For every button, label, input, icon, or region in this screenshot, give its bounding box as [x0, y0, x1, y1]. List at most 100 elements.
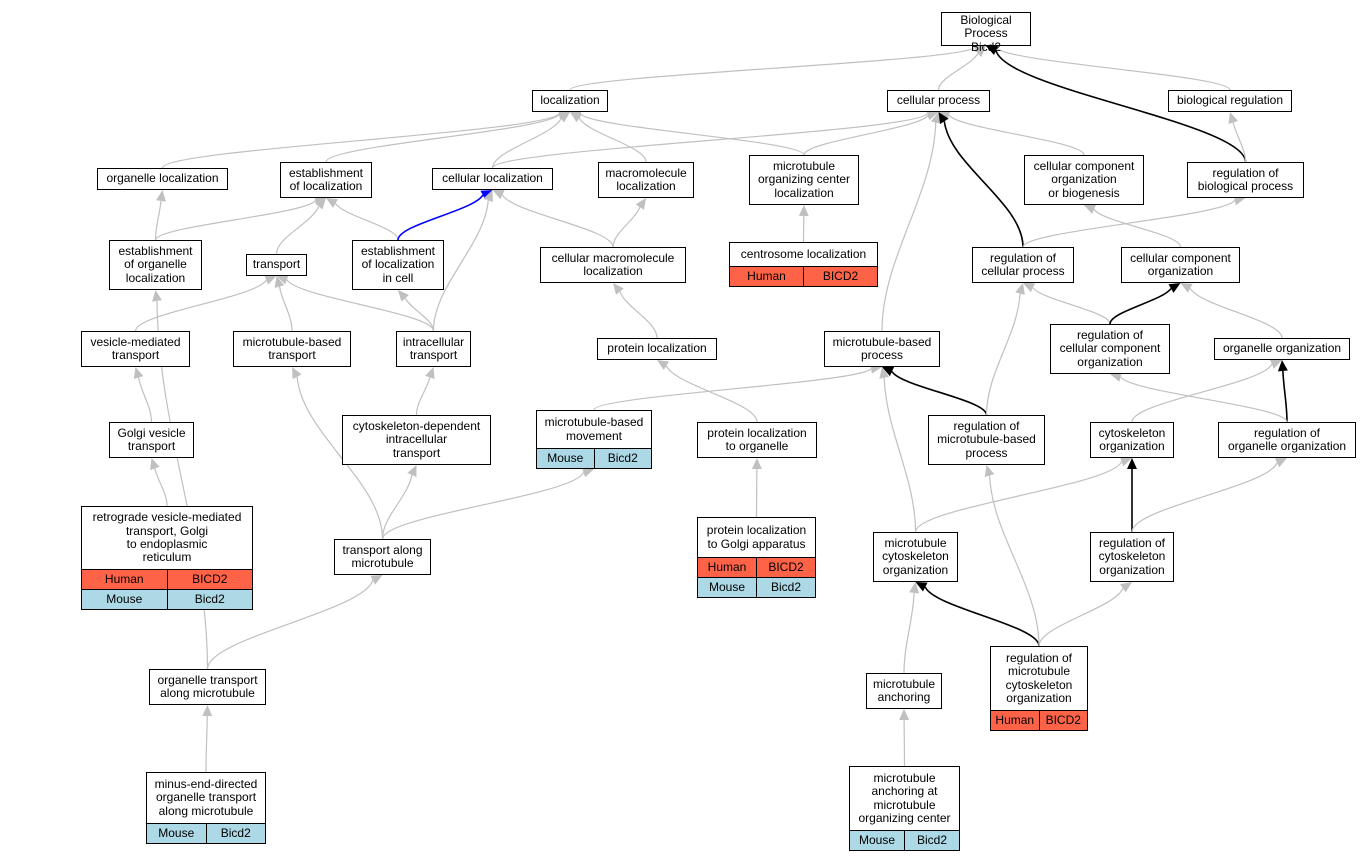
- arrowhead-icon: [276, 274, 289, 285]
- arrowhead-icon: [986, 45, 999, 56]
- arrowhead-icon: [483, 190, 493, 203]
- go-term-cellular-localization[interactable]: cellular localization: [432, 168, 553, 190]
- go-term-regulation-of-organelle-organization[interactable]: regulation of organelle organization: [1218, 422, 1356, 458]
- go-term-label: microtubule-based movement: [544, 415, 644, 443]
- gene-label: BICD2: [803, 267, 877, 286]
- arrowhead-icon: [480, 190, 493, 200]
- arrowhead-icon: [370, 575, 383, 585]
- go-term-regulation-of-cytoskeleton-organization[interactable]: regulation of cytoskeleton organization: [1090, 532, 1174, 582]
- arrowhead-icon: [264, 275, 277, 285]
- go-term-protein-localization[interactable]: protein localization: [597, 338, 717, 360]
- go-term-cellular-process[interactable]: cellular process: [887, 90, 990, 112]
- go-term-regulation-of-biological-process[interactable]: regulation of biological process: [1187, 162, 1304, 198]
- go-term-label: protein localization: [607, 341, 707, 356]
- arrowhead-icon: [879, 367, 890, 379]
- go-term-microtubule-organizing-center-localization[interactable]: microtubule organizing center localizati…: [749, 155, 859, 205]
- go-term-label: microtubule-based transport: [242, 334, 342, 362]
- go-term-retrograde-vesicle-mediated-transport-golgi-to-endoplasmic-reticulum[interactable]: retrograde vesicle-mediated transport, G…: [81, 506, 253, 610]
- go-term-organelle-organization[interactable]: organelle organization: [1214, 338, 1350, 360]
- arrowhead-icon: [492, 190, 505, 200]
- edge-mbt-to-tr: [278, 286, 293, 332]
- arrowhead-icon: [1277, 360, 1288, 372]
- go-term-organelle-localization[interactable]: organelle localization: [97, 168, 228, 190]
- go-term-transport[interactable]: transport: [246, 254, 307, 276]
- go-term-label: Biological Process Bicd2: [960, 13, 1012, 54]
- gene-label: Bicd2: [904, 831, 959, 850]
- go-term-label: minus-end-directed organelle transport a…: [154, 776, 258, 818]
- arrowhead-icon: [274, 276, 285, 288]
- go-term-microtubule-anchoring-at-microtubule-organizing-center[interactable]: microtubule anchoring at microtubule org…: [849, 766, 960, 851]
- arrowhead-icon: [1110, 372, 1122, 382]
- go-term-label: localization: [540, 93, 600, 108]
- edge-ccob-to-cp: [948, 114, 1085, 156]
- go-term-establishment-of-organelle-localization[interactable]: establishment of organelle localization: [109, 240, 202, 290]
- gene-label: BICD2: [166, 570, 253, 589]
- go-term-cellular-component-organization[interactable]: cellular component organization: [1121, 247, 1240, 283]
- edge-cml-to-cl: [501, 194, 614, 248]
- go-term-regulation-of-cellular-component-organization[interactable]: regulation of cellular component organiz…: [1050, 324, 1170, 374]
- go-term-biological-regulation[interactable]: biological regulation: [1168, 90, 1292, 112]
- edge-pl-to-cml: [619, 291, 658, 339]
- edge-plo-to-pl: [665, 365, 758, 423]
- go-term-label: protein localization to Golgi apparatus: [706, 523, 807, 551]
- species-label: Mouse: [708, 579, 746, 594]
- edge-mocl-to-loc: [580, 113, 805, 156]
- edge-elc-to-eol: [335, 203, 399, 241]
- go-term-label: regulation of cytoskeleton organization: [1098, 535, 1166, 577]
- go-term-regulation-of-microtubule-cytoskeleton-organization[interactable]: regulation of microtubule cytoskeleton o…: [990, 646, 1088, 731]
- edge-eol-to-loc: [325, 113, 560, 163]
- arrowhead-icon: [150, 458, 160, 471]
- arrowhead-icon: [751, 458, 762, 470]
- go-term-label: cellular component organization or bioge…: [1033, 158, 1135, 200]
- go-term-establishment-of-localization[interactable]: establishment of localization: [280, 162, 372, 198]
- arrowhead-icon: [938, 110, 951, 120]
- go-term-microtubule-based-transport[interactable]: microtubule-based transport: [233, 331, 351, 367]
- species-label: Mouse: [858, 832, 896, 847]
- go-term-label: microtubule organizing center localizati…: [757, 158, 851, 200]
- go-term-label: vesicle-mediated transport: [90, 334, 181, 362]
- species-label: Human: [104, 571, 144, 586]
- go-term-macromolecule-localization[interactable]: macromolecule localization: [598, 162, 694, 198]
- go-term-vesicle-mediated-transport[interactable]: vesicle-mediated transport: [81, 331, 190, 367]
- go-term-microtubule-cytoskeleton-organization[interactable]: microtubule cytoskeleton organization: [873, 532, 958, 582]
- go-term-microtubule-based-process[interactable]: microtubule-based process: [824, 331, 940, 367]
- go-term-regulation-of-cellular-process[interactable]: regulation of cellular process: [972, 247, 1074, 283]
- go-term-label: establishment of localization in cell: [360, 243, 436, 285]
- go-term-label: microtubule anchoring: [872, 676, 936, 704]
- go-term-intracellular-transport[interactable]: intracellular transport: [396, 331, 471, 367]
- edge-rbp-to-bp: [995, 50, 1247, 163]
- go-term-cellular-component-organization-or-biogenesis[interactable]: cellular component organization or bioge…: [1024, 155, 1144, 205]
- go-term-minus-end-directed-organelle-transport-along-microtubule[interactable]: minus-end-directed organelle transport a…: [146, 772, 266, 844]
- edge-rcco-to-rcp: [1032, 287, 1111, 325]
- arrowhead-icon: [974, 46, 986, 58]
- go-term-organelle-transport-along-microtubule[interactable]: organelle transport along microtubule: [149, 669, 266, 705]
- go-term-cytoskeleton-organization[interactable]: cytoskeleton organization: [1090, 422, 1174, 458]
- arrowhead-icon: [152, 290, 162, 302]
- arrowhead-icon: [1127, 458, 1137, 469]
- go-term-regulation-of-microtubule-based-process[interactable]: regulation of microtubule-based process: [928, 415, 1045, 465]
- gene-label: Bicd2: [756, 578, 815, 597]
- go-term-microtubule-anchoring[interactable]: microtubule anchoring: [866, 673, 942, 709]
- gene-label: Bicd2: [205, 824, 266, 843]
- edge-rcp-to-cp: [943, 121, 1024, 248]
- go-term-establishment-of-localization-in-cell[interactable]: establishment of localization in cell: [352, 240, 444, 290]
- go-term-cytoskeleton-dependent-intracellular-transport[interactable]: cytoskeleton-dependent intracellular tra…: [342, 415, 491, 465]
- arrowhead-icon: [926, 110, 939, 121]
- go-term-label: microtubule cytoskeleton organization: [882, 535, 949, 577]
- go-term-golgi-vesicle-transport[interactable]: Golgi vesicle transport: [109, 422, 194, 458]
- arrowhead-icon: [407, 465, 417, 478]
- go-term-localization[interactable]: localization: [532, 90, 608, 112]
- edge-mocl-to-cp: [803, 114, 929, 156]
- go-term-biological-process-bicd2[interactable]: Biological Process Bicd2: [941, 12, 1031, 54]
- go-term-label: biological regulation: [1176, 93, 1284, 108]
- arrowhead-icon: [1274, 458, 1287, 468]
- go-term-cellular-macromolecule-localization[interactable]: cellular macromolecule localization: [540, 247, 686, 283]
- go-term-transport-along-microtubule[interactable]: transport along microtubule: [334, 539, 431, 575]
- go-term-protein-localization-to-organelle[interactable]: protein localization to organelle: [697, 422, 817, 458]
- go-term-label: Golgi vesicle transport: [117, 425, 186, 453]
